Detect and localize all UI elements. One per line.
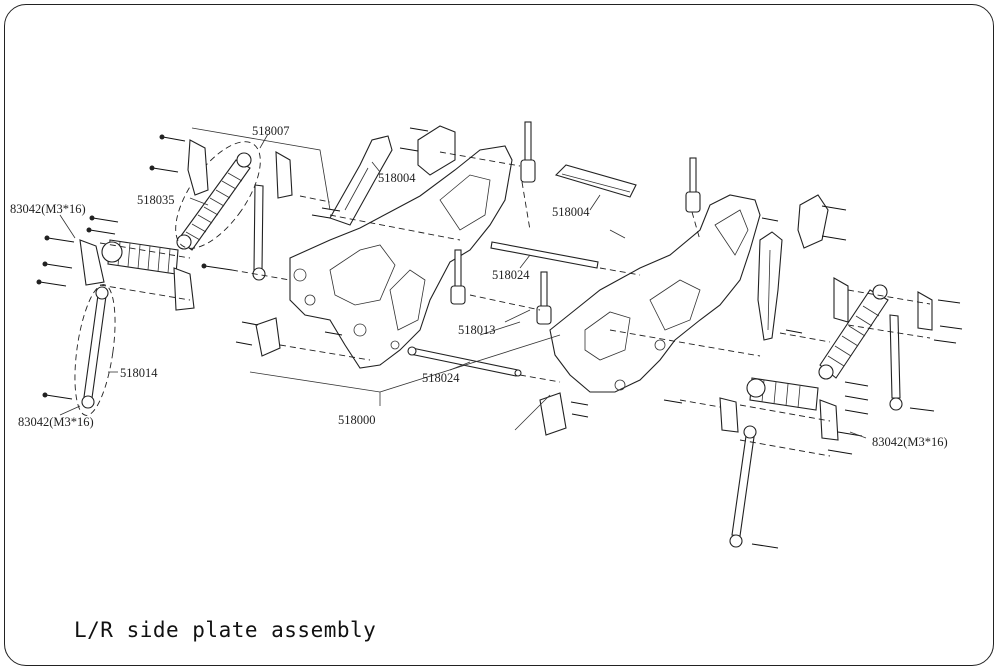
left-link-rod <box>81 184 266 409</box>
screws <box>36 127 963 549</box>
label-83042-left-upper: 83042(M3*16) <box>10 202 86 216</box>
posts <box>450 121 701 325</box>
right-shock-brackets <box>719 277 933 441</box>
label-518013: 518013 <box>458 323 496 337</box>
label-518024-upper: 518024 <box>492 268 530 282</box>
label-83042-left-lower: 83042(M3*16) <box>18 415 94 429</box>
label-518014: 518014 <box>120 366 158 380</box>
left-upper-shock <box>176 152 252 251</box>
left-shock-tower-bracket <box>329 135 393 226</box>
link-callout-ellipse <box>74 284 116 416</box>
battery-strap <box>554 164 637 198</box>
part-labels: 518007 518035 83042(M3*16) 518004 518004… <box>10 124 948 449</box>
diagram-caption: L/R side plate assembly <box>74 618 377 642</box>
label-518024-lower: 518024 <box>422 371 460 385</box>
assembly-lines <box>99 151 931 457</box>
left-side-plate <box>289 145 513 369</box>
label-518004-strap: 518004 <box>552 205 590 219</box>
right-link-rods <box>729 314 903 548</box>
label-518007: 518007 <box>252 124 290 138</box>
label-518035: 518035 <box>137 193 175 207</box>
diagram-frame <box>4 4 994 666</box>
leader-lines <box>59 127 867 439</box>
shock-callout-ellipse <box>175 141 261 249</box>
mount-blocks <box>255 125 829 436</box>
label-83042-right: 83042(M3*16) <box>872 435 948 449</box>
right-side-plate <box>549 194 761 393</box>
label-518004-bracket: 518004 <box>378 171 416 185</box>
label-518000: 518000 <box>338 413 376 427</box>
chassis-rods <box>407 241 599 377</box>
left-lower-shock <box>101 239 179 275</box>
right-shock-tower-bracket <box>757 231 783 341</box>
right-lower-shock <box>746 377 819 411</box>
right-upper-shock <box>818 284 889 380</box>
